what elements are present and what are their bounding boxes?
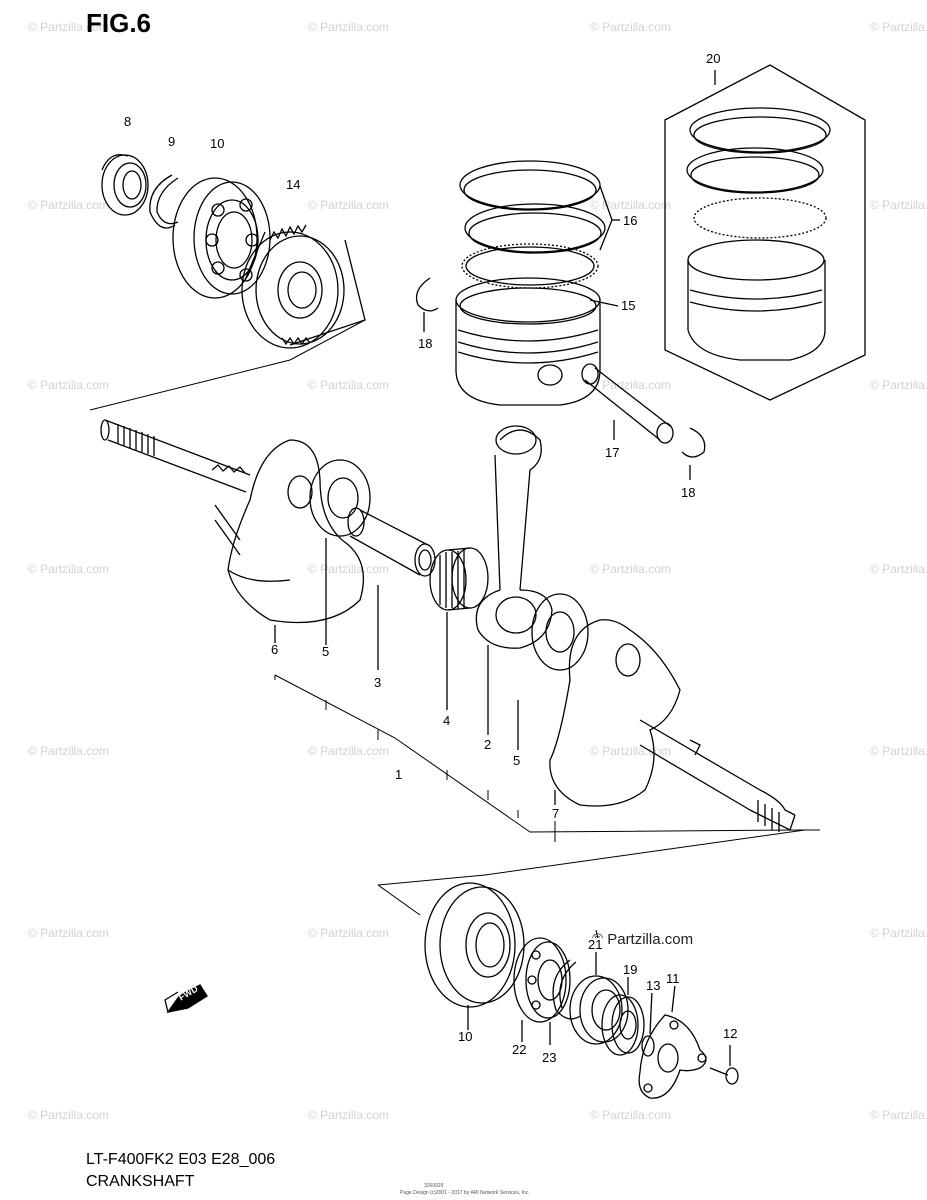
- circlip-18-right: [681, 427, 706, 480]
- connecting-rod-2: [475, 425, 553, 735]
- footer-code: 3260029: [424, 1183, 444, 1189]
- seal-21: [569, 945, 629, 1045]
- part-callout[interactable]: 14: [285, 177, 302, 192]
- piston-pin-17: [581, 363, 674, 444]
- crank-shaft-right: [639, 719, 796, 832]
- part-callout[interactable]: 16: [622, 213, 639, 228]
- part-callout[interactable]: 23: [541, 1050, 558, 1065]
- watermark: © Partzilla.com: [28, 562, 109, 576]
- part-callout[interactable]: 4: [442, 713, 452, 728]
- part-callout[interactable]: 18: [417, 336, 434, 351]
- part-callout[interactable]: 9: [167, 134, 177, 149]
- bearing-8: [101, 153, 149, 216]
- watermark: © Partzilla.com: [28, 378, 109, 392]
- plate-11: [638, 984, 707, 1099]
- watermark: © Partzilla.com: [590, 562, 671, 576]
- watermark: © Partzilla.com: [590, 378, 671, 392]
- figure-title: FIG.6: [86, 8, 152, 38]
- part-callout[interactable]: 1: [394, 767, 404, 782]
- watermark: © Partzilla.com: [308, 744, 389, 758]
- part-callout[interactable]: 12: [722, 1026, 739, 1041]
- watermark: © Partzilla.com: [870, 1108, 927, 1122]
- watermark: © Partzilla.com: [870, 744, 927, 758]
- circlip-18-top: [415, 277, 439, 332]
- watermark: © Partzilla.com: [590, 1108, 671, 1122]
- piston-set-20: [664, 64, 866, 401]
- piston-rings-16: [459, 160, 620, 289]
- fwd-arrow-icon: [164, 984, 208, 1013]
- diagram-name: CRANKSHAFT: [86, 1173, 195, 1190]
- part-callout[interactable]: 8: [123, 114, 133, 129]
- part-callout[interactable]: 15: [620, 298, 637, 313]
- part-callout[interactable]: 5: [512, 753, 522, 768]
- o-ring-13: [641, 989, 655, 1057]
- watermark: © Partzilla.com: [870, 198, 927, 212]
- watermark: © Partzilla.com: [308, 378, 389, 392]
- watermark: © Partzilla.com: [870, 20, 927, 34]
- crank-web-7: [549, 619, 681, 807]
- watermark: © Partzilla.com: [590, 198, 671, 212]
- washer-5-right: [517, 593, 589, 750]
- part-callout[interactable]: 11: [665, 971, 681, 986]
- watermark: © Partzilla.com: [590, 20, 671, 34]
- watermark: © Partzilla.com: [870, 926, 927, 940]
- part-callout[interactable]: 21: [587, 937, 604, 952]
- part-callout[interactable]: 22: [511, 1042, 528, 1057]
- watermark: © Partzilla.com: [308, 20, 389, 34]
- watermark: © Partzilla.com: [28, 744, 109, 758]
- watermark: © Partzilla.com: [28, 20, 109, 34]
- watermark: © Partzilla.com: [308, 926, 389, 940]
- spacer-19: [601, 975, 645, 1056]
- part-callout[interactable]: 20: [705, 51, 722, 66]
- bearing-10-top: [172, 177, 271, 299]
- part-callout[interactable]: 2: [483, 737, 493, 752]
- circlip-9: [149, 174, 179, 229]
- part-callout[interactable]: 13: [645, 978, 662, 993]
- bearing-22: [513, 937, 571, 1042]
- part-callout[interactable]: 17: [604, 445, 621, 460]
- watermark: © Partzilla.com: [308, 562, 389, 576]
- watermark: © Partzilla.com: [870, 562, 927, 576]
- part-callout[interactable]: 10: [209, 136, 226, 151]
- crank-shaft-left: [100, 419, 251, 556]
- part-callout[interactable]: 18: [680, 485, 697, 500]
- footer-copyright: Page Design (c)2001 - 2017 by ARI Networ…: [400, 1190, 530, 1196]
- part-callout[interactable]: 10: [457, 1029, 474, 1044]
- bolt-12: [709, 1045, 739, 1085]
- bearing-10-bottom: [424, 882, 525, 1030]
- needle-bearing-4: [429, 547, 489, 710]
- part-callout[interactable]: 6: [270, 642, 280, 657]
- watermark-strong: © Partzilla.com: [592, 931, 694, 948]
- part-callout[interactable]: 5: [321, 644, 331, 659]
- piston-15: [455, 277, 619, 406]
- watermark: © Partzilla.com: [308, 198, 389, 212]
- model-code: LT-F400FK2 E03 E28_006: [86, 1151, 276, 1168]
- part-callout[interactable]: 19: [622, 962, 639, 977]
- circlip-23: [549, 959, 581, 1045]
- watermark: © Partzilla.com: [28, 1108, 109, 1122]
- crank-web-6: [227, 439, 364, 650]
- crank-pin-3: [347, 507, 436, 670]
- part-callout[interactable]: 3: [373, 675, 383, 690]
- watermark: © Partzilla.com: [28, 926, 109, 940]
- watermark: © Partzilla.com: [308, 1108, 389, 1122]
- washer-5-left: [309, 459, 371, 650]
- watermark: © Partzilla.com: [870, 378, 927, 392]
- watermark: © Partzilla.com: [28, 198, 109, 212]
- watermark: © Partzilla.com: [590, 744, 671, 758]
- part-callout[interactable]: 7: [551, 806, 561, 821]
